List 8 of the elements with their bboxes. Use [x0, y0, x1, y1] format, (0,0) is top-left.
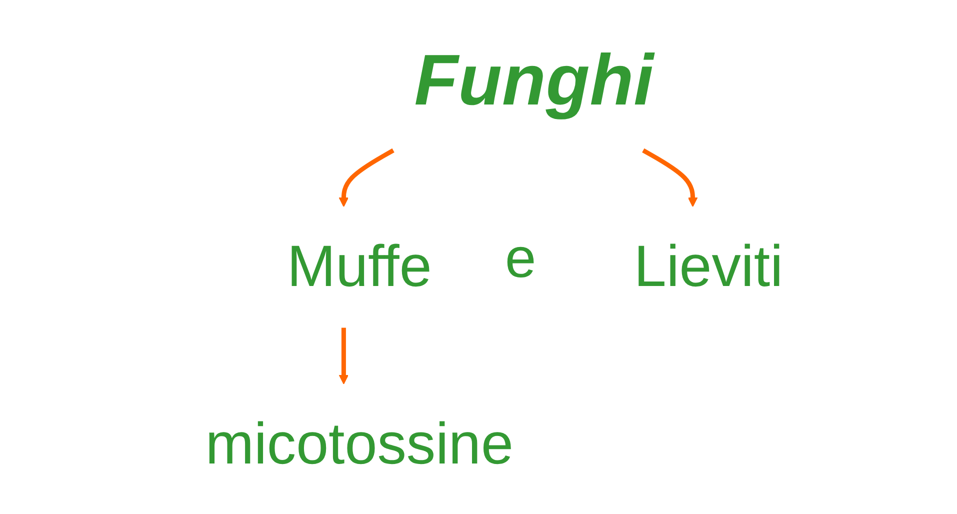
node-text: Funghi	[414, 39, 654, 120]
node-text: Lieviti	[634, 234, 784, 300]
arrow	[338, 148, 394, 207]
arrow	[642, 148, 698, 207]
node-text: Muffe	[286, 234, 432, 300]
conjunction-text: e	[505, 225, 536, 290]
node-text: micotossine	[205, 412, 514, 477]
arrow	[338, 328, 349, 384]
